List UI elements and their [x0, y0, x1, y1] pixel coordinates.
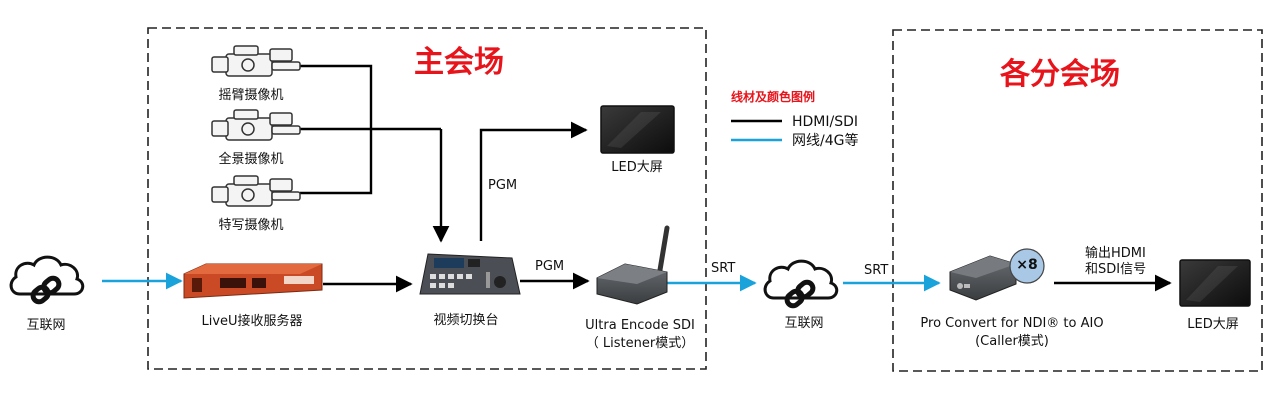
converter-label: Pro Convert for NDI® to AIO (Caller模式) — [920, 316, 1103, 350]
count-badge — [1009, 248, 1045, 284]
legend-hdmi-label: HDMI/SDI — [792, 114, 859, 130]
cloud-icon — [9, 255, 85, 305]
led-screen-icon — [600, 105, 675, 154]
output-label: 输出HDMI 和SDI信号 — [1085, 246, 1146, 278]
srt-right-label: SRT — [864, 263, 889, 278]
closeup-camera-label: 特写摄像机 — [218, 218, 284, 233]
branch-venue-title: 各分会场 — [1000, 57, 1120, 92]
converter-label-line1: Pro Convert for NDI® to AIO — [920, 316, 1104, 331]
legend-network-label: 网线/4G等 — [792, 133, 859, 149]
switcher-label: 视频切换台 — [433, 313, 499, 328]
cloud-icon — [763, 259, 839, 309]
output-label-line1: 输出HDMI — [1085, 246, 1146, 261]
cloud-right-label: 互联网 — [784, 316, 824, 331]
encoder-icon — [596, 225, 670, 305]
wide-camera-icon — [211, 109, 301, 141]
srt-left-label: SRT — [711, 261, 736, 276]
switcher-to-led-arrow — [479, 121, 588, 241]
output-label-line2: 和SDI信号 — [1085, 262, 1147, 277]
closeup-camera-icon — [211, 175, 301, 207]
led-branch-label: LED大屏 — [1187, 317, 1239, 332]
branch-venue-zone — [892, 29, 1263, 372]
wide-camera-label: 全景摄像机 — [218, 152, 284, 167]
legend-title: 线材及颜色图例 — [731, 90, 816, 104]
crane-camera-icon — [211, 45, 301, 77]
cloud-left-label: 互联网 — [26, 318, 66, 333]
pgm-right-label: PGM — [535, 259, 565, 274]
crane-camera-label: 摇臂摄像机 — [218, 88, 284, 103]
converter-count: ×8 — [1016, 257, 1038, 273]
main-venue-zone — [147, 27, 707, 370]
video-switcher-icon — [419, 253, 521, 295]
led-screen-icon — [1179, 259, 1251, 307]
led-main-label: LED大屏 — [611, 160, 663, 175]
liveu-server-icon — [183, 263, 323, 299]
encoder-label-line2: （ Listener模式） — [585, 336, 695, 351]
encoder-label-line1: Ultra Encode SDI — [585, 318, 695, 333]
camera-lines — [300, 64, 441, 195]
pgm-up-label: PGM — [488, 178, 518, 193]
liveu-server-label: LiveU接收服务器 — [201, 314, 303, 329]
encoder-label: Ultra Encode SDI （ Listener模式） — [585, 318, 695, 352]
converter-label-line2: (Caller模式) — [975, 334, 1049, 349]
main-venue-title: 主会场 — [414, 45, 504, 80]
converter-icon — [949, 255, 1017, 301]
